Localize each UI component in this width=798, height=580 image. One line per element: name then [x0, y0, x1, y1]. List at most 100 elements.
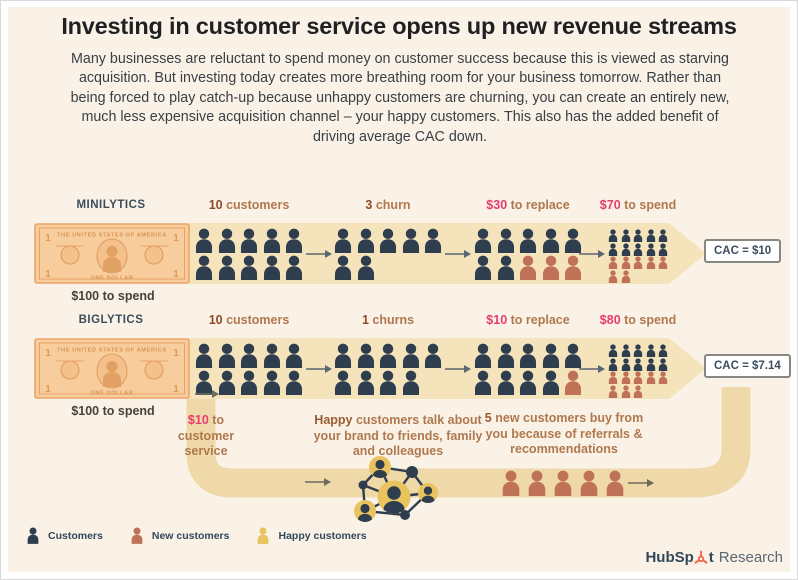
new-customer-icon	[620, 385, 632, 398]
referral-network-icon	[354, 456, 438, 522]
dollar-bill-icon: THE UNITED STATES OF AMERICA 1 1 1 1 ONE…	[34, 338, 190, 399]
customer-icon	[495, 255, 516, 280]
customer-icon	[473, 228, 494, 253]
hubspot-sprocket-icon	[694, 550, 708, 564]
new-customer-icon	[657, 371, 669, 384]
customer-icon	[657, 344, 669, 357]
note-line: 5 new customers buy from	[484, 411, 644, 425]
customer-icon	[261, 255, 282, 280]
new-customer-icon	[518, 255, 539, 280]
customer-icon-row	[607, 229, 669, 242]
customer-icon-row	[607, 371, 669, 384]
legend-item: New customers	[130, 527, 230, 544]
customer-icon	[239, 343, 260, 368]
customer-group	[607, 344, 669, 396]
referral-customer-group	[500, 470, 627, 496]
spend-label: $100 to spend	[71, 289, 155, 303]
customer-icon	[194, 255, 215, 280]
brand-suffix: Research	[718, 549, 783, 566]
customer-icon-row	[607, 358, 669, 371]
stage-label: $30 to replace	[486, 198, 570, 212]
stage-arrow-icon	[579, 250, 605, 258]
stage-label: 1 churns	[361, 313, 415, 327]
customer-icon	[239, 255, 260, 280]
customer-icon	[216, 255, 237, 280]
customer-icon-row	[473, 228, 584, 253]
cac-result-box: CAC = $7.14	[704, 354, 791, 378]
new-customer-icon	[607, 371, 619, 384]
stage-label: 3 churn	[365, 198, 411, 212]
customer-icon	[423, 228, 444, 253]
customer-icon	[378, 370, 399, 395]
svg-text:THE UNITED STATES OF AMERICA: THE UNITED STATES OF AMERICA	[57, 348, 167, 354]
cac-result-box: CAC = $10	[704, 239, 782, 263]
customer-icon	[284, 343, 305, 368]
customer-icon	[378, 343, 399, 368]
new-customer-icon	[130, 527, 144, 544]
customer-icon	[355, 228, 376, 253]
customer-icon	[495, 228, 516, 253]
customer-icon	[518, 228, 539, 253]
customer-icon	[518, 343, 539, 368]
customer-icon	[620, 243, 632, 256]
customer-icon	[261, 343, 282, 368]
customer-icon	[261, 370, 282, 395]
new-customer-icon	[620, 256, 632, 269]
new-customer-icon	[526, 470, 549, 496]
new-customer-icon	[645, 371, 657, 384]
customer-icon	[284, 228, 305, 253]
new-customer-icon	[620, 270, 632, 283]
note-line: Happy customers talk about	[314, 413, 482, 427]
customer-icon	[495, 343, 516, 368]
customer-icon	[333, 370, 354, 395]
customer-icon	[540, 343, 561, 368]
customer-icon	[216, 343, 237, 368]
stage-arrow-icon	[445, 250, 471, 258]
customer-icon	[607, 243, 619, 256]
customer-icon-row	[333, 255, 377, 280]
svg-text:ONE DOLLAR: ONE DOLLAR	[91, 391, 134, 397]
company-name: BIGLYTICS	[78, 314, 144, 326]
page-title: Investing in customer service opens up n…	[61, 13, 737, 39]
customer-icon	[632, 358, 644, 371]
customer-group	[333, 228, 444, 280]
customer-icon-row	[194, 343, 305, 368]
new-customer-icon	[500, 470, 523, 496]
customer-icon	[400, 228, 421, 253]
customer-icon	[378, 228, 399, 253]
customer-icon	[632, 229, 644, 242]
customer-icon	[632, 344, 644, 357]
legend-item: Happy customers	[256, 527, 367, 544]
customer-group	[473, 343, 584, 395]
customer-icon	[355, 255, 376, 280]
customer-group	[333, 343, 444, 395]
customer-group	[473, 228, 584, 280]
customer-icon-row	[607, 385, 644, 398]
customer-icon	[216, 228, 237, 253]
legend-label: New customers	[151, 529, 230, 542]
customer-icon	[645, 229, 657, 242]
customer-icon-row	[333, 370, 422, 395]
stage-arrow-icon	[306, 250, 332, 258]
new-customer-icon	[540, 255, 561, 280]
spend-label: $100 to spend	[71, 404, 155, 418]
customer-icon	[400, 343, 421, 368]
loop-arrow-icon	[628, 479, 654, 487]
customer-icon-row	[473, 343, 584, 368]
stage-arrow-icon	[579, 365, 605, 373]
customer-icon	[473, 255, 494, 280]
customer-icon	[333, 343, 354, 368]
new-customer-icon	[578, 470, 601, 496]
stage-label: 10 customers	[208, 313, 290, 327]
customer-icon	[239, 228, 260, 253]
stage-label: $80 to spend	[599, 313, 677, 327]
customer-icon	[620, 358, 632, 371]
customer-icon	[355, 343, 376, 368]
svg-text:1: 1	[173, 348, 179, 359]
svg-text:1: 1	[45, 384, 51, 395]
note-line: you because of referrals &	[485, 426, 643, 441]
company-name: MINILYTICS	[76, 199, 146, 211]
